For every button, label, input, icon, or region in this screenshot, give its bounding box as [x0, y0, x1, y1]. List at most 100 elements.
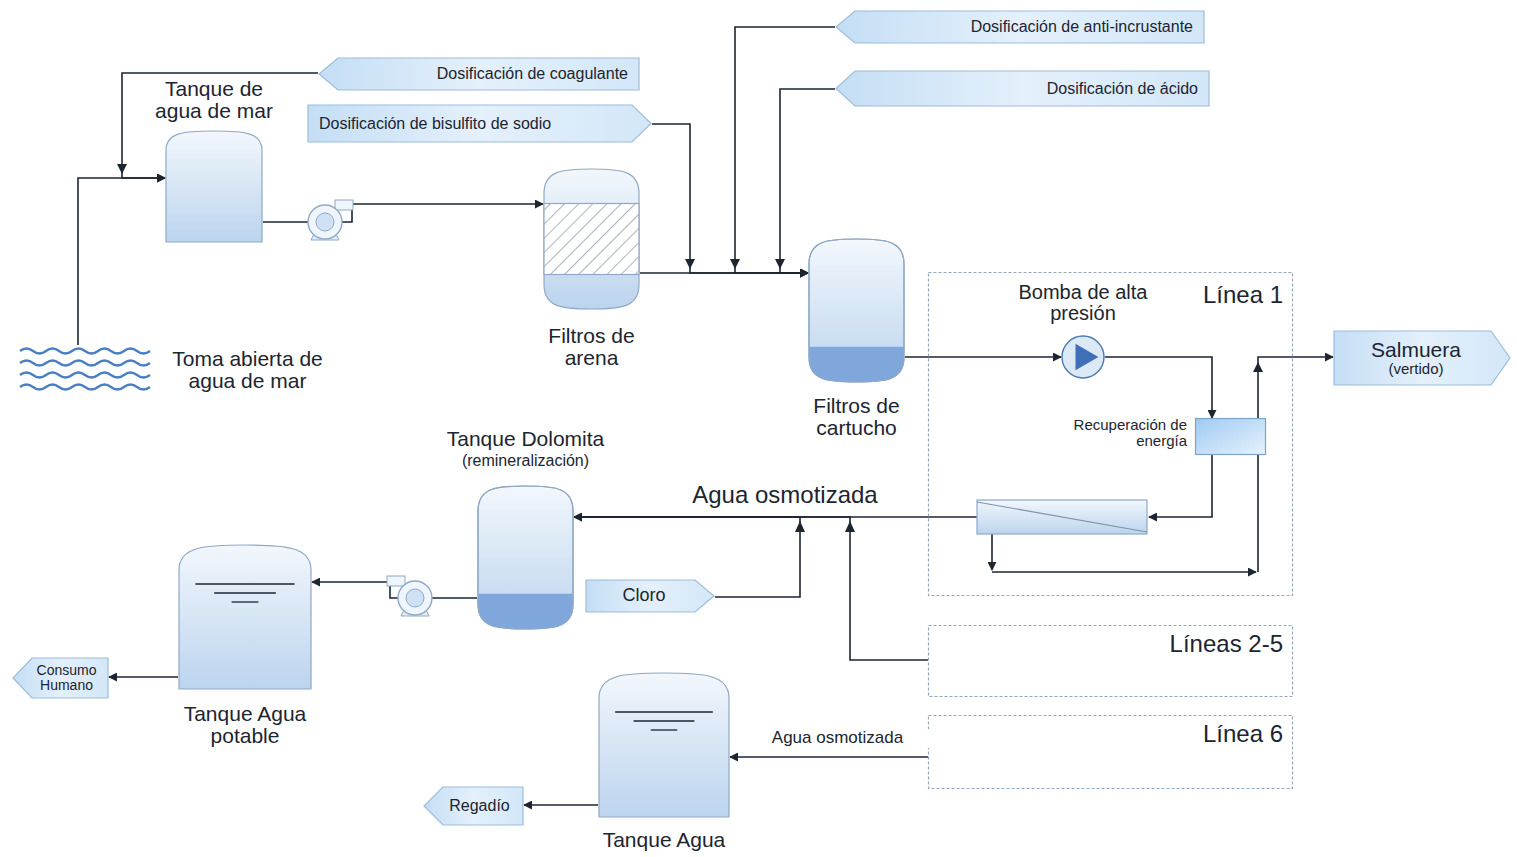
drawing-part [1196, 419, 1266, 455]
edge-label: Agua osmotizada [655, 482, 915, 508]
tag-label: (vertido) [1388, 361, 1443, 378]
drawing-part [335, 200, 353, 210]
sand-filter: Filtros de arena [543, 168, 640, 310]
drawing-part [809, 239, 904, 382]
centrifugal-pump [308, 200, 353, 240]
drawing-part [195, 583, 294, 584]
drawing-part [685, 259, 695, 269]
output-tag: Salmuera(vertido) [1333, 330, 1511, 386]
drawing-part [166, 131, 262, 242]
drawing-part [398, 581, 432, 615]
dosing-tag: Dosificación de bisulfito de sodio [307, 104, 652, 143]
flow-connector [735, 27, 835, 273]
drawing-part [795, 521, 805, 532]
seawater-intake: Toma abierta de agua de mar [18, 345, 150, 395]
drawing-part [232, 601, 259, 602]
process-line-frame: Líneas 2-5 [928, 625, 1293, 697]
potable-water-tank: Tanque Agua potable [178, 544, 312, 690]
drawing-part [586, 580, 714, 612]
seawater-intake-outline [18, 345, 150, 395]
flow-line [992, 571, 1256, 573]
seawater-tank: Tanque de agua de mar [165, 130, 263, 243]
drawing-part [544, 169, 639, 309]
drawing-part [214, 592, 276, 593]
drawing-part [929, 626, 1293, 697]
dosing-tag: Dosificación de ácido [835, 70, 1210, 107]
drawing-part [845, 521, 855, 532]
tag-label: Dosificación de ácido [1047, 80, 1198, 98]
high-pressure-pump-outline [1061, 335, 1105, 379]
drawing-part [20, 361, 150, 366]
tag-label: Regadío [449, 797, 510, 815]
tag-label: Dosificación de coagulante [437, 65, 628, 83]
centrifugal-pump [387, 576, 432, 616]
drawing-part [13, 658, 108, 698]
flow-connector [524, 804, 598, 806]
node-label: Tanque Agua potable [158, 703, 332, 747]
drawing-part [308, 205, 342, 239]
drawing-part [20, 349, 150, 354]
drawing-part [809, 347, 904, 382]
node-label: Línea 1 [1133, 282, 1283, 307]
tag-label: Cloro [622, 586, 665, 606]
drawing-part [1062, 336, 1104, 378]
tag-label: Dosificación de bisulfito de sodio [319, 115, 551, 133]
junction-arrowheads [117, 164, 1263, 532]
drawing-part [836, 71, 1209, 106]
flow-connector [652, 124, 808, 273]
node-label: Toma abierta de agua de mar [160, 348, 335, 392]
process-line-frame: Línea 1Bomba de alta presiónRecuperación… [928, 272, 1293, 596]
flow-connector [263, 204, 543, 222]
drawing-part [387, 576, 405, 586]
cartridge-filter-outline [808, 238, 905, 383]
node-label: Tanque Dolomita [432, 428, 619, 450]
flow-connector [1258, 357, 1333, 418]
drawing-part [809, 239, 904, 382]
tag-label: Dosificación de anti-incrustante [971, 18, 1193, 36]
drawing-part [544, 204, 639, 275]
drawing-part [928, 455, 1258, 572]
drawing-part [634, 720, 695, 721]
node-label: Recuperación de energía [1035, 417, 1187, 449]
node-label: Tanque Agua [578, 829, 750, 851]
node-label: Filtros de cartucho [788, 395, 925, 439]
drawing-part [424, 787, 523, 825]
drawing-part [478, 594, 573, 629]
edge-label: Agua osmotizada [745, 729, 930, 748]
dolomite-tank: Tanque Dolomita(remineralización) [477, 485, 574, 630]
energy-recovery-box-outline [1195, 418, 1266, 455]
drawing-part [615, 711, 713, 712]
high-pressure-pump: Bomba de alta presión [1061, 335, 1105, 379]
process-line-frame: Línea 6 [928, 715, 1293, 789]
drawing-part [651, 729, 677, 730]
drawing-part [1334, 331, 1510, 385]
drawing-part [478, 486, 573, 629]
drawing-part [406, 589, 424, 607]
energy-recovery-box: Recuperación de energía [1195, 418, 1266, 455]
drawing-part [319, 58, 639, 90]
cartridge-filter: Filtros de cartucho [808, 238, 905, 383]
drawing-part [775, 259, 785, 269]
drawing-part [599, 673, 729, 817]
node-label: (remineralización) [432, 453, 619, 470]
drawing-part [179, 545, 311, 689]
membrane-module [977, 500, 1147, 534]
flow-line [1149, 455, 1212, 517]
drawing-part [929, 716, 1293, 789]
tag-label: Consumo Humano [36, 663, 97, 694]
dosing-tag: Cloro [585, 579, 715, 613]
potable-water-tank-outline [178, 544, 312, 690]
drawing-part [117, 164, 127, 174]
dolomite-tank-outline [477, 485, 574, 630]
node-label: Bomba de alta presión [1018, 282, 1148, 324]
node-label: Filtros de arena [523, 325, 660, 369]
irrigation-water-tank-outline [598, 672, 730, 818]
node-label: Línea 6 [1133, 721, 1283, 746]
drawing-part [1076, 344, 1099, 370]
drawing-part [308, 105, 651, 142]
flow-connector [1105, 357, 1212, 418]
flow-connector [78, 178, 165, 345]
drawing-part [929, 273, 1293, 596]
drawing-part [20, 385, 150, 390]
